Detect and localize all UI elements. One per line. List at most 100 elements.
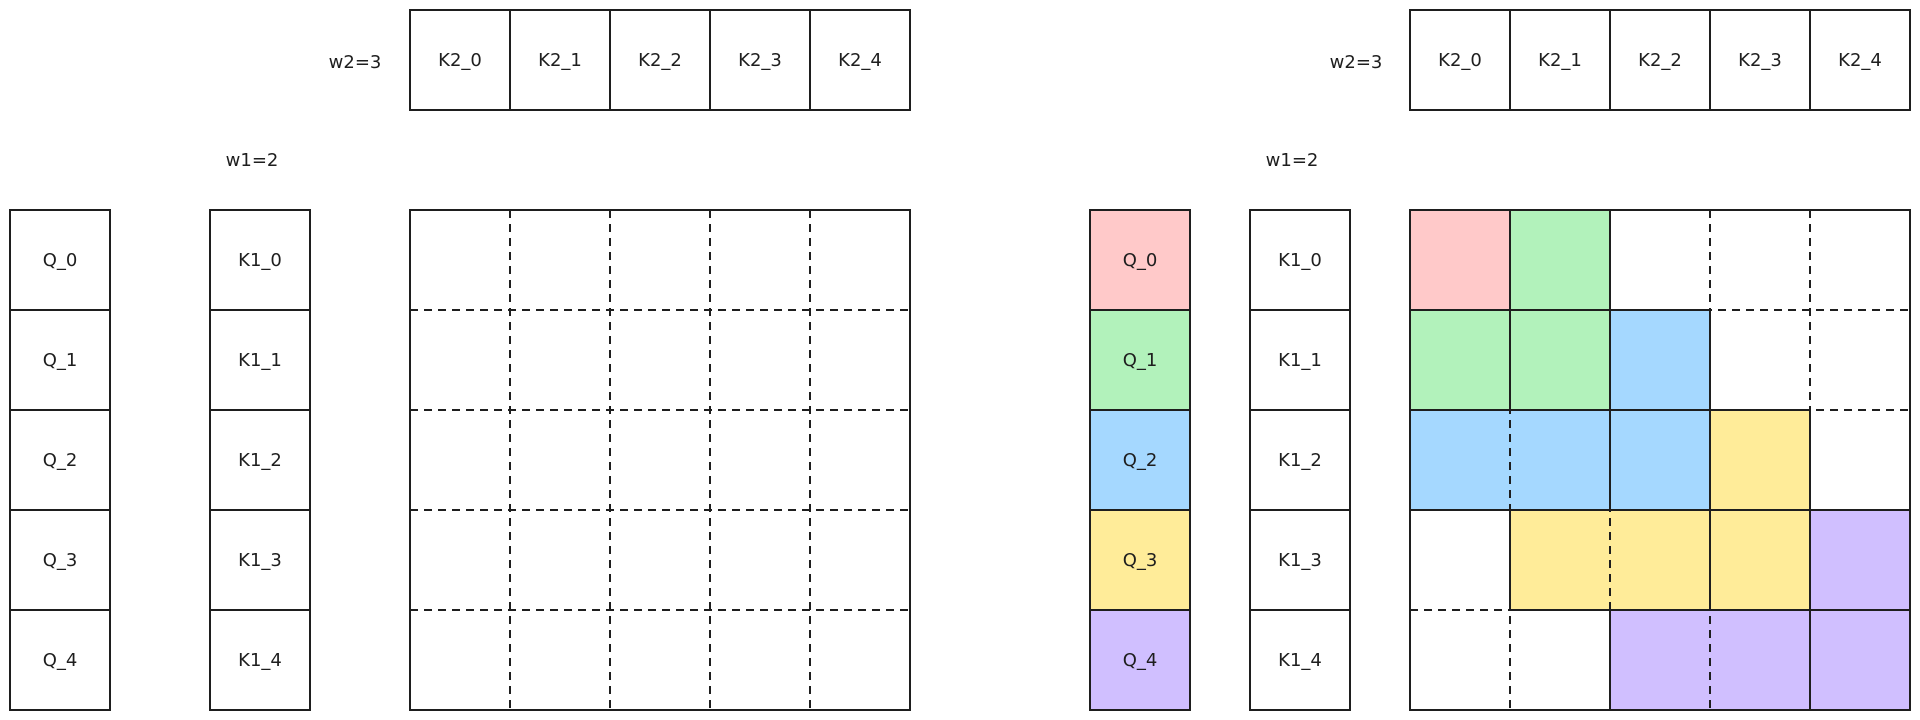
grid-frame xyxy=(1409,209,1911,711)
w1-label: w1=2 xyxy=(1266,150,1319,171)
grid-fill-r2-c3 xyxy=(1710,410,1810,510)
q-cell-1-label: Q_1 xyxy=(1123,350,1158,371)
q-cell-3-box xyxy=(1089,509,1191,611)
w1-label: w1=2 xyxy=(226,150,279,171)
grid-fill-r1-c2 xyxy=(1610,310,1710,410)
k2-cell-0-box xyxy=(1409,9,1511,111)
k1-cell-3-box xyxy=(1249,509,1351,611)
k1-cell-2-label: K1_2 xyxy=(1278,450,1322,471)
q-cell-3: Q_3 xyxy=(1089,509,1191,611)
k2-cell-3-label: K2_3 xyxy=(1738,50,1782,71)
q-cell-1: Q_1 xyxy=(9,309,111,411)
k1-cell-3-label: K1_3 xyxy=(1278,550,1322,571)
q-cell-0-label: Q_0 xyxy=(43,250,78,271)
k1-cell-0: K1_0 xyxy=(209,209,311,311)
k1-cell-4-box xyxy=(209,609,311,711)
k2-cell-1-box xyxy=(1509,9,1611,111)
k2-cell-3-box xyxy=(1709,9,1811,111)
k1-cell-0-label: K1_0 xyxy=(238,250,282,271)
k1-column: K1_0K1_1K1_2K1_3K1_4 xyxy=(1249,209,1351,711)
q-cell-0: Q_0 xyxy=(9,209,111,311)
k2-cell-2-box xyxy=(609,9,711,111)
k2-cell-2-box xyxy=(1609,9,1711,111)
k2-cell-1: K2_1 xyxy=(509,9,611,111)
k2-cell-2-label: K2_2 xyxy=(1638,50,1682,71)
k1-cell-2: K1_2 xyxy=(1249,409,1351,511)
q-cell-4-box xyxy=(9,609,111,711)
k2-cell-3: K2_3 xyxy=(709,9,811,111)
q-cell-1-label: Q_1 xyxy=(43,350,78,371)
k2-cell-0: K2_0 xyxy=(1409,9,1511,111)
q-cell-4: Q_4 xyxy=(1089,609,1191,711)
grid-fill-r1-c1 xyxy=(1510,310,1610,410)
k2-cell-3: K2_3 xyxy=(1709,9,1811,111)
grid-fill-r4-c4 xyxy=(1810,610,1910,710)
grid-fill-r3-c2 xyxy=(1610,510,1710,610)
grid-fill-r2-c1 xyxy=(1510,410,1610,510)
k2-cell-4-label: K2_4 xyxy=(1838,50,1882,71)
q-cell-0: Q_0 xyxy=(1089,209,1191,311)
k2-cell-1-label: K2_1 xyxy=(1538,50,1582,71)
k2-cell-0-label: K2_0 xyxy=(438,50,482,71)
q-cell-4-label: Q_4 xyxy=(43,650,78,671)
q-cell-0-box xyxy=(9,209,111,311)
k1-cell-0-box xyxy=(209,209,311,311)
panel-plain: w2=3 w1=2 K2_0 K2_1 K2_2 K2_3 K2_4 Q_0Q_1Q_2… xyxy=(9,9,911,711)
q-cell-0-label: Q_0 xyxy=(1123,250,1158,271)
grid-frame xyxy=(409,209,911,711)
grid-fill-r4-c3 xyxy=(1710,610,1810,710)
q-cell-4-box xyxy=(1089,609,1191,711)
k2-cell-2: K2_2 xyxy=(609,9,711,111)
k1-cell-1: K1_1 xyxy=(209,309,311,411)
k2-cell-0-box xyxy=(409,9,511,111)
q-cell-4: Q_4 xyxy=(9,609,111,711)
k2-row: K2_0 K2_1 K2_2 K2_3 K2_4 xyxy=(1409,9,1911,111)
q-cell-2: Q_2 xyxy=(1089,409,1191,511)
q-cell-1-box xyxy=(1089,309,1191,411)
k2-cell-1-label: K2_1 xyxy=(538,50,582,71)
grid-fill-r4-c2 xyxy=(1610,610,1710,710)
w2-label: w2=3 xyxy=(1330,52,1383,73)
k1-cell-3-label: K1_3 xyxy=(238,550,282,571)
k1-cell-2: K1_2 xyxy=(209,409,311,511)
k1-cell-4: K1_4 xyxy=(209,609,311,711)
k2-cell-4-label: K2_4 xyxy=(838,50,882,71)
k2-cell-3-label: K2_3 xyxy=(738,50,782,71)
k1-cell-1-label: K1_1 xyxy=(238,350,282,371)
k2-cell-4-box xyxy=(1809,9,1911,111)
k2-cell-2: K2_2 xyxy=(1609,9,1711,111)
k1-cell-3-box xyxy=(209,509,311,611)
q-cell-3-label: Q_3 xyxy=(1123,550,1158,571)
q-cell-2: Q_2 xyxy=(9,409,111,511)
k2-cell-1-box xyxy=(509,9,611,111)
q-column: Q_0Q_1Q_2Q_3Q_4 xyxy=(9,209,111,711)
k2-cell-0-label: K2_0 xyxy=(1438,50,1482,71)
panel-colored: w2=3 w1=2 K2_0 K2_1 K2_2 K2_3 K2_4 Q_0Q_1Q_2… xyxy=(1089,9,1911,711)
k1-cell-3: K1_3 xyxy=(1249,509,1351,611)
k1-cell-1-box xyxy=(1249,309,1351,411)
k1-cell-0: K1_0 xyxy=(1249,209,1351,311)
q-cell-2-label: Q_2 xyxy=(1123,450,1158,471)
q-column: Q_0Q_1Q_2Q_3Q_4 xyxy=(1089,209,1191,711)
k2-cell-0: K2_0 xyxy=(409,9,511,111)
grid-fill-r3-c1 xyxy=(1510,510,1610,610)
grid-fill-r1-c0 xyxy=(1410,310,1510,410)
k1-cell-2-box xyxy=(1249,409,1351,511)
q-cell-4-label: Q_4 xyxy=(1123,650,1158,671)
k1-cell-0-label: K1_0 xyxy=(1278,250,1322,271)
k1-cell-2-label: K1_2 xyxy=(238,450,282,471)
k1-cell-4-box xyxy=(1249,609,1351,711)
w2-label: w2=3 xyxy=(329,52,382,73)
k1-cell-1-label: K1_1 xyxy=(1278,350,1322,371)
k1-cell-4-label: K1_4 xyxy=(1278,650,1322,671)
k1-column: K1_0K1_1K1_2K1_3K1_4 xyxy=(209,209,311,711)
k2-cell-1: K2_1 xyxy=(1509,9,1611,111)
k1-cell-4: K1_4 xyxy=(1249,609,1351,711)
grid-fill-r0-c1 xyxy=(1510,210,1610,310)
q-cell-2-box xyxy=(1089,409,1191,511)
k1-cell-4-label: K1_4 xyxy=(238,650,282,671)
q-cell-0-box xyxy=(1089,209,1191,311)
q-cell-2-box xyxy=(9,409,111,511)
q-cell-1: Q_1 xyxy=(1089,309,1191,411)
